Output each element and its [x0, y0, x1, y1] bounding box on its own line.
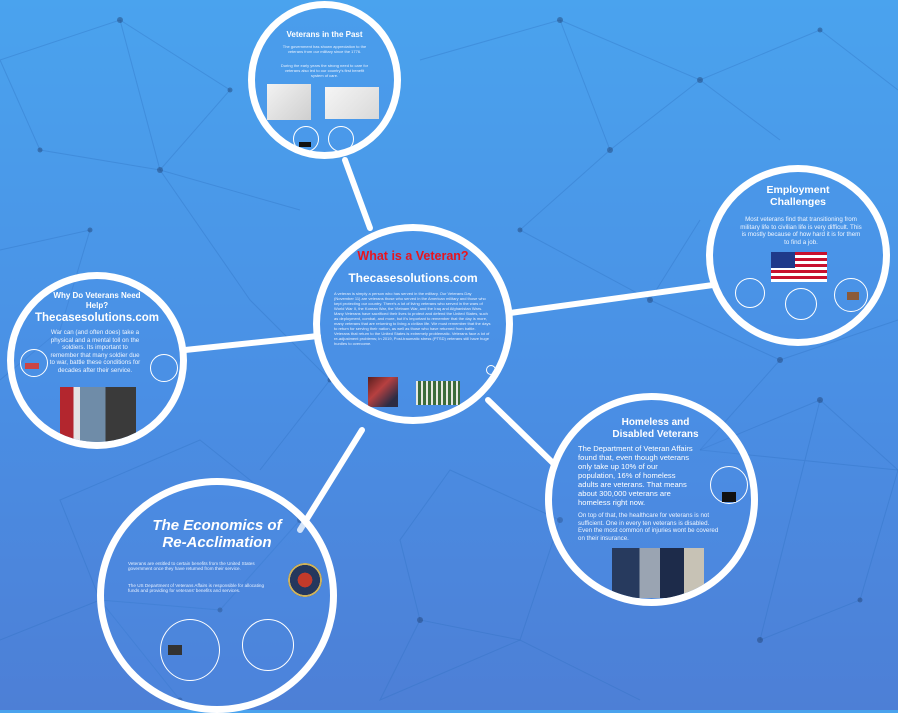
- employment-title: Employment Challenges: [766, 184, 830, 208]
- economics-title: The Economics of Re-Acclimation: [152, 517, 282, 551]
- center-paragraph: A veteran is simply a person who has ser…: [334, 291, 491, 346]
- homeless-paragraph-2: On top of that, the healthcare for veter…: [578, 512, 719, 542]
- center-subtitle: Thecasesolutions.com: [348, 271, 478, 285]
- economics-mini-image: [168, 645, 182, 655]
- why-site: Thecasesolutions.com: [35, 312, 159, 324]
- va-seal-icon: [288, 563, 322, 597]
- employment-mini-circle-3[interactable]: [834, 278, 868, 312]
- why-mini-circle-1[interactable]: [20, 349, 48, 377]
- why-mini-image-1: [25, 363, 39, 369]
- why-mini-circle-2[interactable]: [150, 354, 178, 382]
- economics-mini-circle-2[interactable]: [242, 619, 294, 671]
- homeless-mini-image: [722, 492, 736, 502]
- employment-mini-circle-2[interactable]: [785, 288, 817, 320]
- cemetery-image: [416, 381, 460, 405]
- center-title: What is a Veteran?: [357, 249, 469, 263]
- economics-paragraph-2: The US Department of Veterans Affairs is…: [128, 583, 265, 593]
- homeless-topic-circle[interactable]: Homeless and Disabled Veterans The Depar…: [545, 393, 758, 606]
- disabled-veteran-image: [612, 548, 704, 598]
- economics-topic-circle[interactable]: The Economics of Re-Acclimation Veterans…: [97, 478, 337, 713]
- why-title: Why Do Veterans Need Help?: [53, 291, 141, 310]
- why-paragraph: War can (and often does) take a physical…: [49, 329, 141, 374]
- past-topic-circle[interactable]: Veterans in the Past The government has …: [248, 1, 401, 159]
- soldier-family-image: [60, 387, 136, 442]
- past-mini-circle-1[interactable]: [293, 126, 319, 152]
- homeless-title: Homeless and Disabled Veterans: [612, 417, 699, 440]
- economics-mini-circle-1[interactable]: [160, 619, 220, 681]
- historic-document-image: [267, 84, 311, 120]
- connector-past: [342, 157, 373, 231]
- homeless-mini-circle[interactable]: [710, 466, 748, 504]
- past-paragraph-2: During the early years the strong need t…: [280, 63, 369, 78]
- employment-paragraph: Most veterans find that transitioning fr…: [740, 216, 862, 246]
- center-topic-circle[interactable]: What is a Veteran? Thecasesolutions.com …: [313, 224, 513, 424]
- connector-economics: [297, 427, 365, 533]
- past-mini-circle-2[interactable]: [328, 126, 354, 152]
- why-topic-circle[interactable]: Why Do Veterans Need Help? Thecasesoluti…: [7, 272, 187, 449]
- employment-mini-image: [847, 292, 859, 300]
- employment-topic-circle[interactable]: Employment Challenges Most veterans find…: [706, 165, 890, 346]
- veteran-portrait-image: [368, 377, 398, 407]
- american-flag-image: [771, 252, 827, 282]
- past-paragraph-1: The government has shown appreciation to…: [282, 44, 367, 54]
- economics-paragraph-1: Veterans are entitled to certain benefit…: [128, 561, 255, 571]
- past-mini-image: [299, 142, 311, 147]
- connector-employment: [507, 282, 716, 316]
- past-title: Veterans in the Past: [286, 30, 363, 39]
- historic-photo-image: [325, 87, 379, 119]
- connector-homeless: [485, 397, 558, 468]
- homeless-paragraph-1: The Department of Veteran Affairs found …: [578, 444, 693, 507]
- center-mini-circle[interactable]: [486, 365, 496, 375]
- employment-mini-circle-1[interactable]: [735, 278, 765, 308]
- connector-why: [182, 333, 321, 353]
